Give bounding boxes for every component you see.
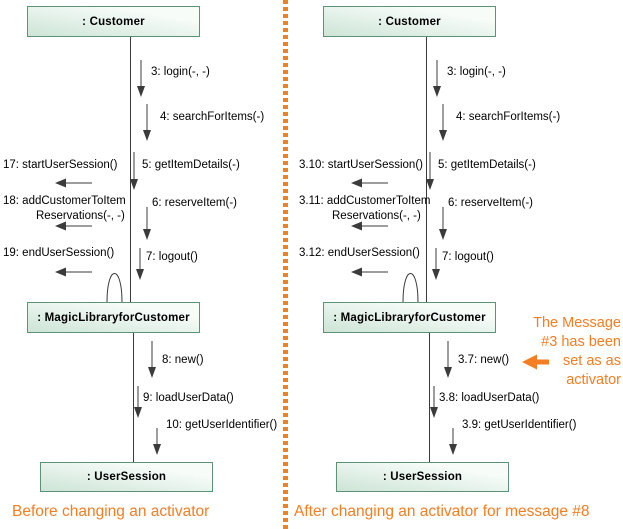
dotted-divider [283, 0, 288, 529]
reply-arrow-end-session [55, 267, 92, 277]
object-usersession: : UserSession [40, 462, 213, 492]
message-label-get-item-details: 5: getItemDetails(-) [438, 159, 536, 171]
message-label-start-session: 3.10: startUserSession() [299, 159, 423, 171]
message-arrow-new [148, 341, 156, 378]
message-arrow-reserve-item [143, 207, 151, 240]
message-arrow-reserve-item [439, 207, 447, 240]
object-magiclibrary-label: : MagicLibraryforCustomer [333, 311, 486, 324]
object-customer-label: : Customer [378, 15, 441, 28]
object-usersession: : UserSession [336, 462, 509, 492]
message-label-logout: 7: logout() [146, 251, 198, 263]
message-label-login: 3: login(-, -) [447, 66, 506, 78]
caption-after: After changing an activator for message … [294, 503, 590, 520]
message-label-add-customer-line1: 3.11: addCustomerToItem [299, 195, 431, 207]
reply-arrow-start-session [55, 178, 92, 188]
reply-arrow-add-customer [55, 221, 92, 231]
caption-before: Before changing an activator [12, 503, 210, 520]
message-label-new: 3.7: new() [458, 354, 510, 366]
message-arrow-search [143, 104, 151, 141]
message-label-load-user-data: 9: loadUserData() [143, 392, 234, 404]
diagram-before-canvas [55, 37, 161, 462]
message-arrow-logout [136, 248, 144, 280]
message-label-reserve-item: 6: reserveItem(-) [448, 197, 533, 209]
object-magiclibrary-label: : MagicLibraryforCustomer [37, 311, 190, 324]
self-loop-library [106, 273, 123, 303]
annotation-activator-note: The Message #3 has been set as as activa… [533, 314, 621, 390]
message-label-login: 3: login(-, -) [151, 66, 210, 78]
message-arrow-search [439, 104, 447, 141]
message-arrow-get-item-details [130, 152, 138, 190]
message-arrow-logout [432, 248, 440, 280]
message-label-add-customer-line1: 18: addCustomerToItem [3, 195, 126, 207]
message-arrow-load-user-data [134, 386, 142, 418]
message-label-get-user-identifier: 3.9: getUserIdentifier() [462, 419, 577, 431]
object-usersession-label: : UserSession [382, 471, 463, 483]
diagram-after: : Customer : MagicLibraryforCustomer : U… [294, 0, 623, 529]
message-arrow-login [433, 60, 441, 97]
object-customer-label: : Customer [82, 15, 145, 28]
diagram-before: : Customer : MagicLibraryforCustomer : U… [3, 6, 278, 520]
message-label-search: 4: searchForItems(-) [160, 111, 265, 123]
message-label-start-session: 17: startUserSession() [3, 159, 118, 171]
message-label-get-item-details: 5: getItemDetails(-) [142, 159, 240, 171]
message-label-load-user-data: 3.8: loadUserData() [439, 392, 540, 404]
message-arrow-get-user-identifier [449, 428, 457, 455]
message-label-add-customer-line2: Reservations(-, -) [332, 210, 421, 222]
object-magiclibrary: : MagicLibraryforCustomer [27, 302, 200, 333]
message-label-search: 4: searchForItems(-) [456, 111, 561, 123]
message-arrow-new [444, 341, 452, 378]
message-label-logout: 7: logout() [442, 251, 494, 263]
message-arrow-get-user-identifier [153, 428, 161, 455]
object-magiclibrary: : MagicLibraryforCustomer [323, 302, 496, 333]
message-arrow-load-user-data [430, 386, 438, 418]
annotation-line-1: The Message [533, 315, 621, 331]
message-label-end-session: 19: endUserSession() [3, 247, 115, 259]
annotation-line-4: activator [566, 372, 621, 388]
object-customer: : Customer [27, 6, 200, 37]
object-customer: : Customer [323, 6, 496, 37]
reply-arrow-start-session [351, 178, 388, 188]
object-usersession-label: : UserSession [86, 471, 167, 483]
message-arrow-get-item-details [426, 152, 434, 190]
message-label-add-customer-line2: Reservations(-, -) [36, 210, 125, 222]
reply-arrow-add-customer [351, 221, 388, 231]
annotation-line-2: #3 has been [541, 334, 621, 350]
self-loop-library [402, 273, 419, 303]
message-label-new: 8: new() [162, 354, 204, 366]
message-label-reserve-item: 6: reserveItem(-) [152, 197, 237, 209]
diagram-after-canvas [351, 37, 549, 462]
annotation-line-3: set as as [562, 353, 621, 369]
annotation-pointer-arrow-icon [522, 354, 549, 370]
reply-arrow-end-session [351, 267, 388, 277]
message-label-get-user-identifier: 10: getUserIdentifier() [166, 419, 278, 431]
message-label-end-session: 3.12: endUserSession() [299, 247, 420, 259]
message-arrow-login [137, 60, 145, 97]
